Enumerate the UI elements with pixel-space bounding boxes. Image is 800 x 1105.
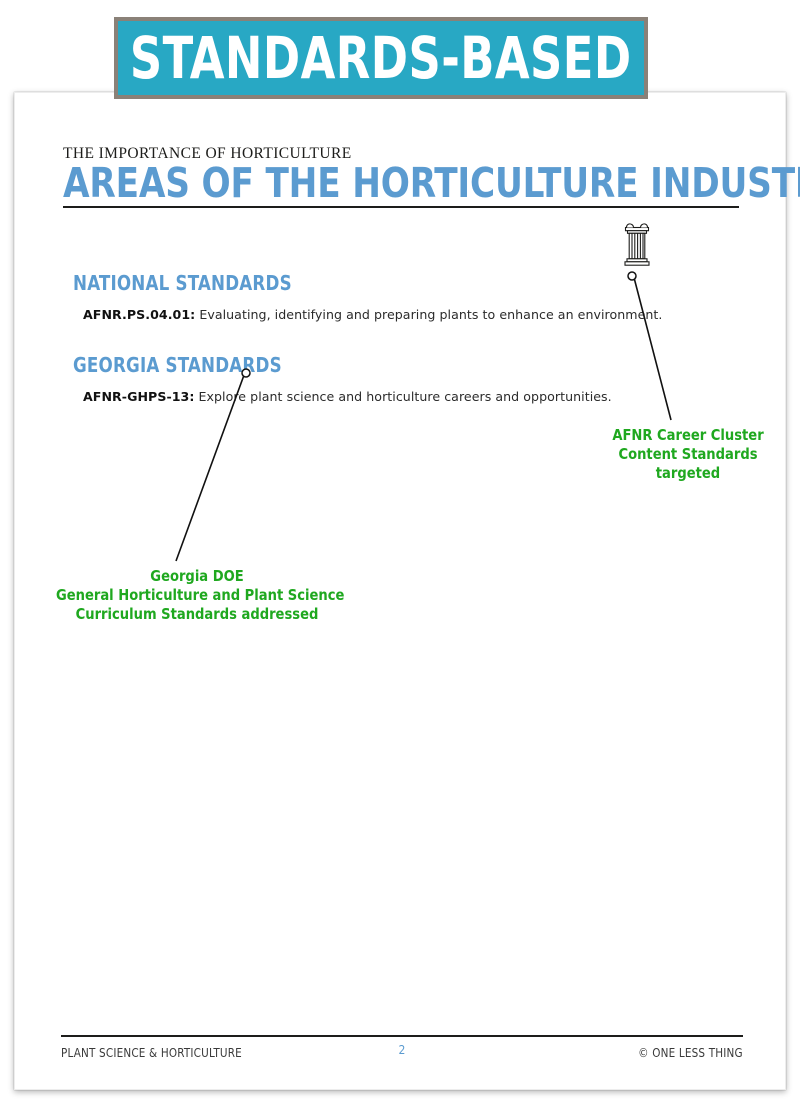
page-header: THE IMPORTANCE OF HORTICULTURE AREAS OF … [63, 145, 800, 208]
document-page: THE IMPORTANCE OF HORTICULTURE AREAS OF … [14, 92, 800, 1090]
classical-column-icon [624, 223, 650, 266]
callout-left-line-3: Curriculum Standards addressed [75, 604, 319, 623]
standard-text-national: Evaluating, identifying and preparing pl… [199, 307, 663, 322]
standard-code-georgia: AFNR-GHPS-13: [83, 389, 195, 404]
footer-divider [61, 1035, 743, 1037]
standards-based-banner: STANDARDS-BASED [114, 17, 648, 99]
eyebrow-text: THE IMPORTANCE OF HORTICULTURE [63, 145, 352, 162]
callout-left-line-2: General Horticulture and Plant Science [56, 585, 345, 604]
footer-row: PLANT SCIENCE & HORTICULTURE 2 © ONE LES… [61, 1043, 743, 1060]
callout-left-line-1: Georgia DOE [150, 567, 244, 585]
section-national-standards: NATIONAL STANDARDS AFNR.PS.04.01: Evalua… [73, 271, 733, 323]
title-divider [63, 205, 739, 208]
callout-right-line-2: Content Standards [618, 444, 758, 463]
section-heading-national: NATIONAL STANDARDS [73, 271, 292, 295]
standard-code-national: AFNR.PS.04.01: [83, 307, 196, 322]
footer-page-number: 2 [398, 1043, 406, 1057]
section-heading-georgia: GEORGIA STANDARDS [73, 353, 282, 377]
standard-text-georgia: Explore plant science and horticulture c… [198, 389, 612, 404]
page-title: AREAS OF THE HORTICULTURE INDUSTRY [63, 159, 800, 208]
footer-copyright: © ONE LESS THING [638, 1045, 743, 1060]
callout-right-line-1: AFNR Career Cluster [612, 426, 764, 444]
callout-label-right: AFNR Career Cluster Content Standards ta… [603, 426, 772, 483]
footer-course-name: PLANT SCIENCE & HORTICULTURE [61, 1045, 242, 1060]
standard-line-national: AFNR.PS.04.01: Evaluating, identifying a… [83, 307, 733, 323]
section-georgia-standards: GEORGIA STANDARDS AFNR-GHPS-13: Explore … [73, 353, 733, 405]
callout-right-line-3: targeted [655, 463, 721, 482]
callout-label-left: Georgia DOE General Horticulture and Pla… [56, 567, 345, 624]
banner-label: STANDARDS-BASED [130, 24, 632, 92]
page-footer: PLANT SCIENCE & HORTICULTURE 2 © ONE LES… [61, 1035, 743, 1060]
standard-line-georgia: AFNR-GHPS-13: Explore plant science and … [83, 389, 733, 405]
